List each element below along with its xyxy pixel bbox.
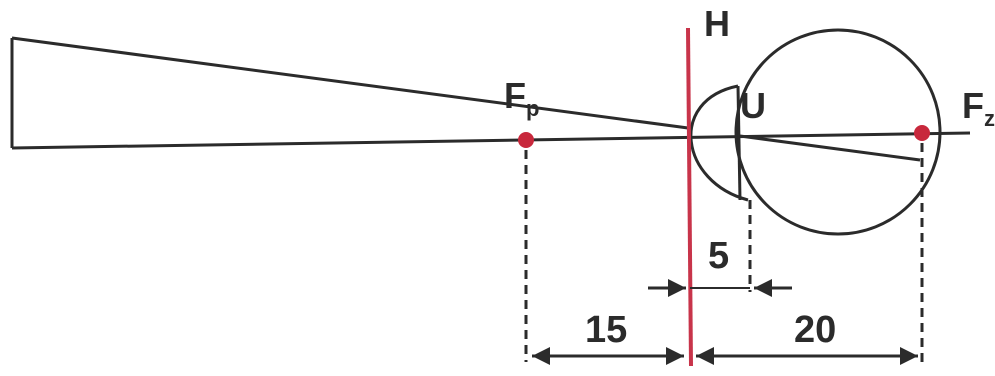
refracted-ray (739, 134, 921, 162)
cornea (689, 84, 749, 202)
label-h: H (704, 3, 730, 44)
dim-5-label: 5 (708, 235, 729, 277)
eyeball-outline (734, 28, 942, 236)
optical-axis (11, 131, 971, 150)
label-fz: Fz (962, 85, 995, 131)
dim-20-label: 20 (794, 309, 836, 351)
rear-focal-point (914, 125, 930, 141)
front-focal-point (518, 132, 534, 148)
label-fp: Fp (504, 75, 539, 121)
dim-15-label: 15 (585, 309, 627, 351)
principal-plane-line (686, 27, 693, 367)
nodal-line (736, 85, 742, 201)
label-u: U (740, 85, 766, 126)
upper-ray (11, 36, 689, 130)
